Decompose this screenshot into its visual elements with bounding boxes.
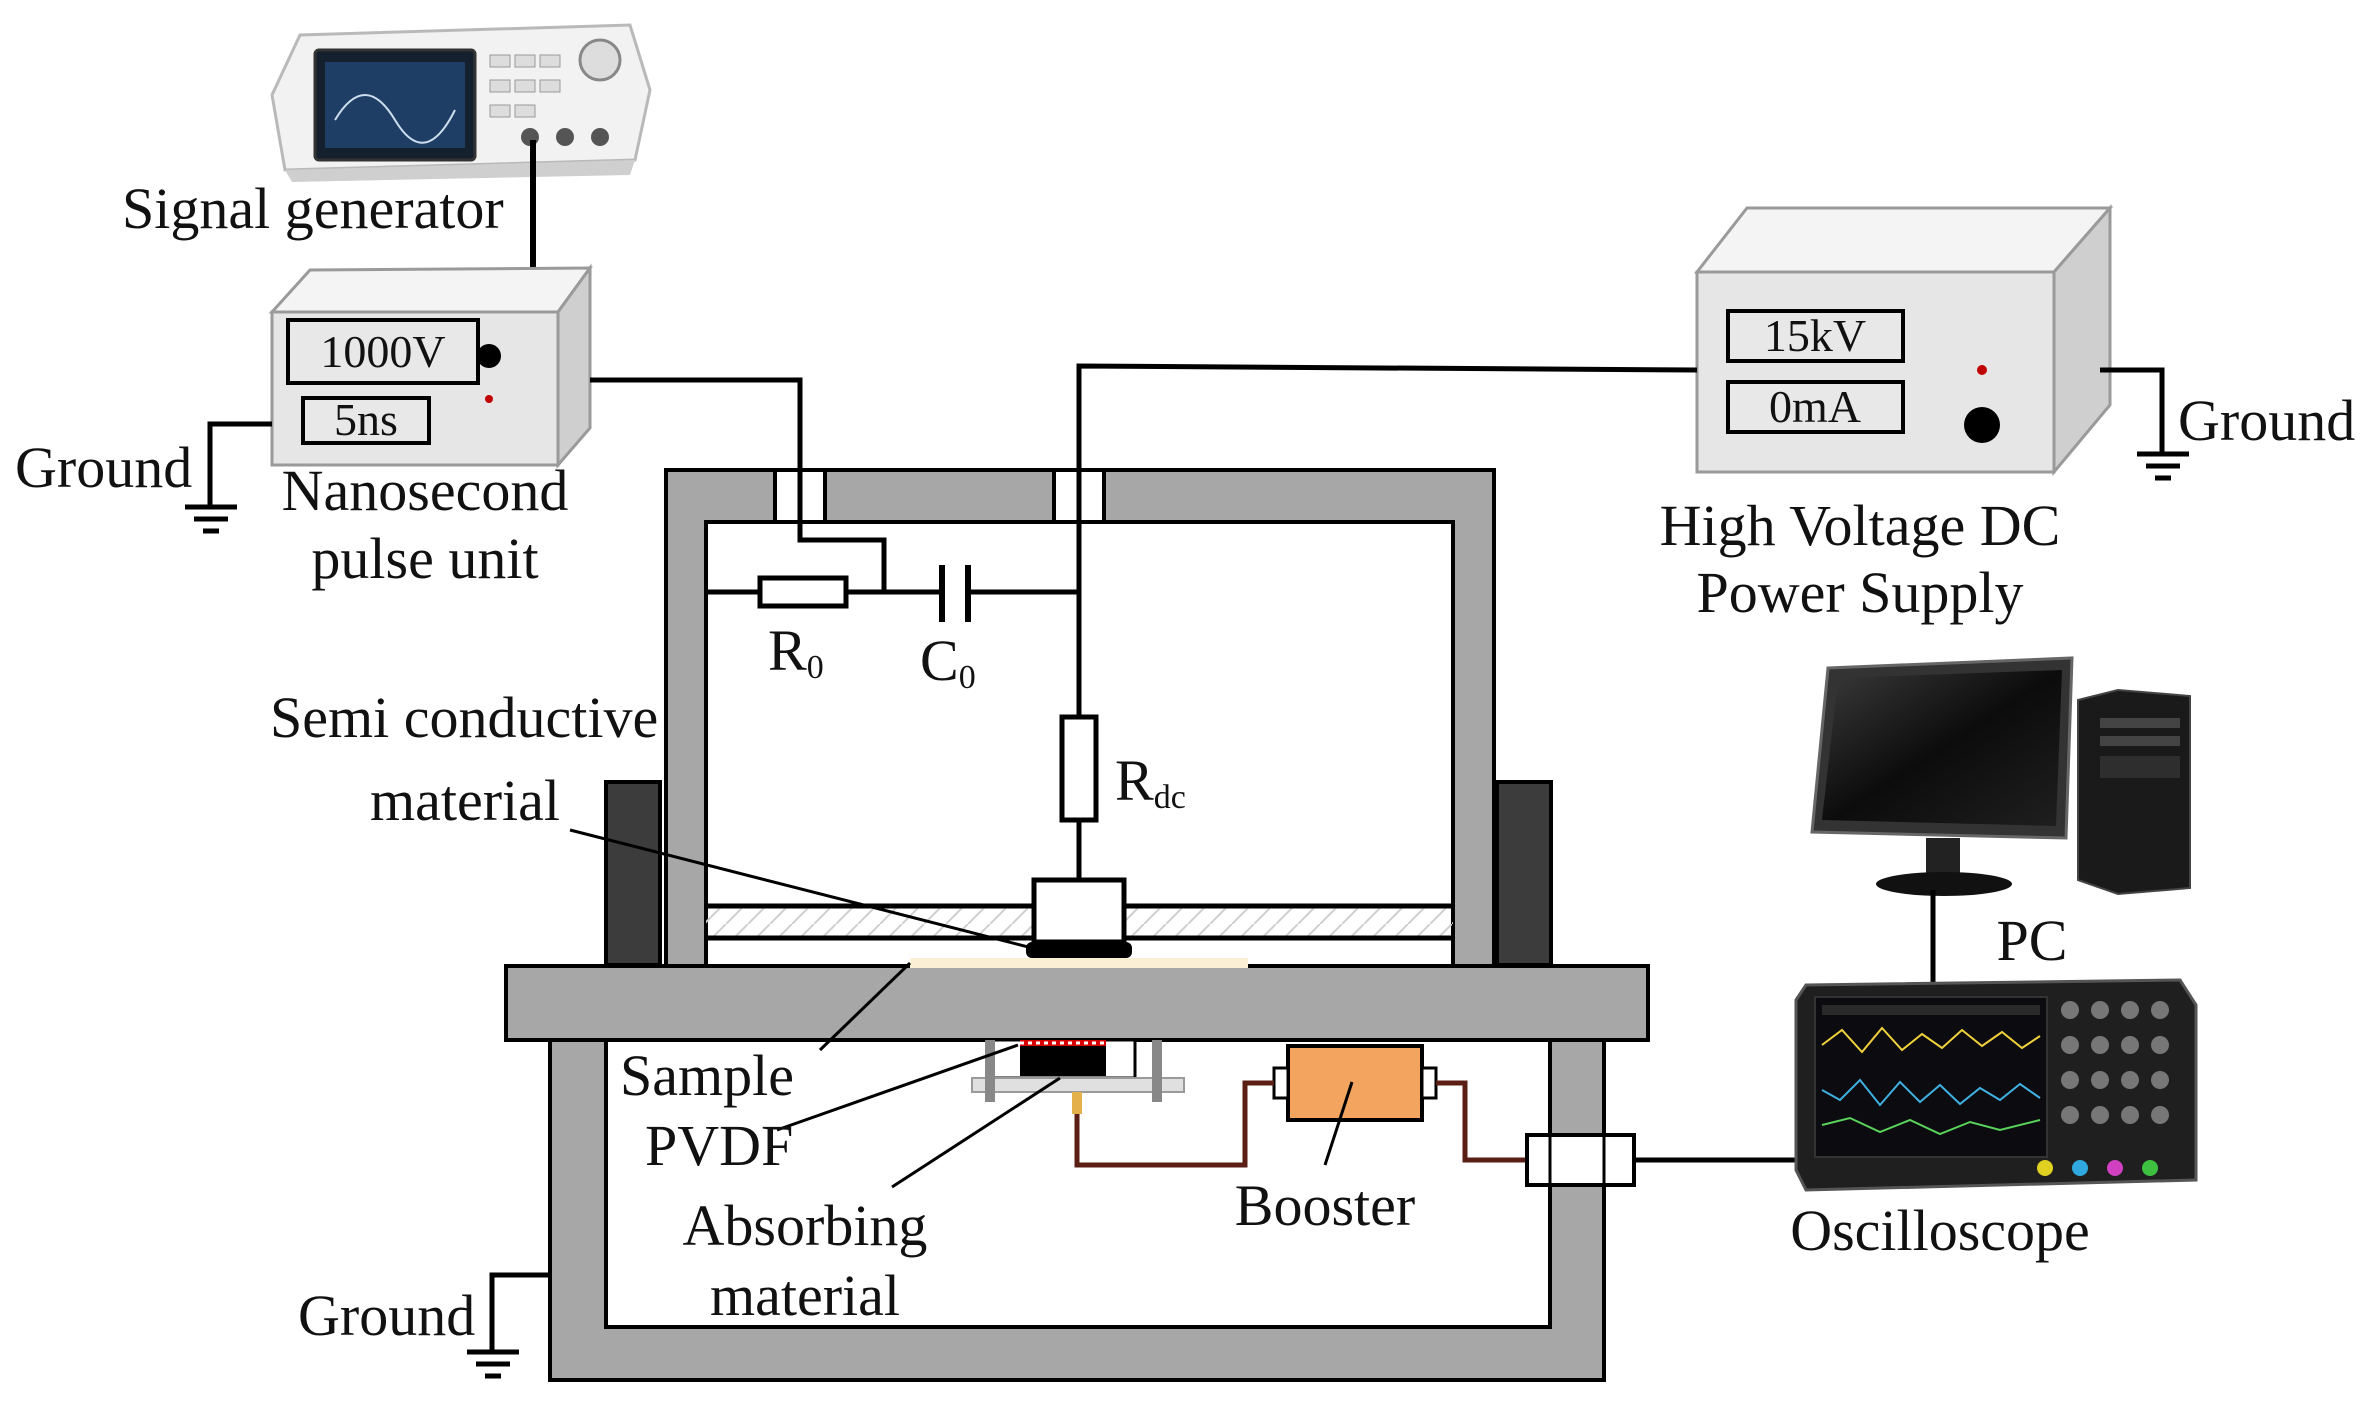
resistor-r0 bbox=[757, 575, 849, 609]
pulse-voltage-display: 1000V bbox=[320, 326, 445, 377]
hv-label-line1: High Voltage DC bbox=[1660, 493, 2061, 558]
ground-label-chamber: Ground bbox=[298, 1283, 475, 1348]
signal-generator-label: Signal generator bbox=[122, 176, 504, 241]
hv-voltage-display: 15kV bbox=[1764, 310, 1866, 361]
signal-cables bbox=[1074, 1080, 1527, 1168]
chamber-feedthrough bbox=[1525, 1133, 1636, 1187]
booster-output-port bbox=[1420, 1066, 1438, 1100]
absorbing-label-line1: Absorbing bbox=[683, 1193, 928, 1258]
booster-box bbox=[1286, 1044, 1424, 1122]
ground-symbol-hv-supply bbox=[2100, 367, 2189, 481]
resistor-rdc bbox=[1059, 714, 1099, 823]
r0-label: R0 bbox=[768, 618, 824, 686]
nanosecond-label-line2: pulse unit bbox=[311, 526, 538, 591]
booster-input-port bbox=[1272, 1066, 1290, 1100]
hv-electrode bbox=[1026, 877, 1132, 958]
oscilloscope-label: Oscilloscope bbox=[1790, 1198, 2090, 1263]
pvdf-sensor bbox=[971, 1038, 1185, 1114]
ground-symbol-pulse-unit bbox=[185, 421, 272, 534]
high-voltage-dc-supply-box bbox=[1693, 204, 2114, 477]
sample-strip bbox=[910, 958, 1248, 968]
pulse-width-display: 5ns bbox=[334, 394, 398, 445]
ground-label-pulse-unit: Ground bbox=[15, 435, 192, 500]
nanosecond-label-line1: Nanosecond bbox=[282, 458, 569, 523]
semi-conductive-label-line1: Semi conductive bbox=[270, 685, 658, 750]
rdc-label: Rdc bbox=[1115, 748, 1186, 816]
pvdf-label: PVDF bbox=[645, 1113, 793, 1178]
hv-label-line2: Power Supply bbox=[1696, 560, 2023, 625]
sample-label: Sample bbox=[620, 1043, 794, 1108]
ground-plate bbox=[504, 964, 1650, 1042]
nanosecond-pulse-unit-box bbox=[268, 263, 593, 470]
pc-device bbox=[1810, 656, 2191, 896]
hv-current-display: 0mA bbox=[1769, 381, 1861, 432]
signal-generator-device bbox=[270, 23, 652, 182]
wiring bbox=[590, 363, 1698, 880]
capacitor-c0 bbox=[939, 565, 971, 622]
oscilloscope-device bbox=[1794, 978, 2198, 1192]
semi-conductive-label-line2: material bbox=[370, 768, 560, 833]
pc-label: PC bbox=[1997, 908, 2068, 973]
ground-label-hv-supply: Ground bbox=[2178, 388, 2355, 453]
upper-electrode-frame bbox=[604, 468, 1553, 968]
booster-label: Booster bbox=[1235, 1173, 1415, 1238]
c0-label: C0 bbox=[920, 628, 976, 696]
leader-lines bbox=[569, 828, 1354, 1189]
absorbing-label-line2: material bbox=[710, 1263, 900, 1328]
ground-symbol-chamber bbox=[467, 1272, 550, 1379]
